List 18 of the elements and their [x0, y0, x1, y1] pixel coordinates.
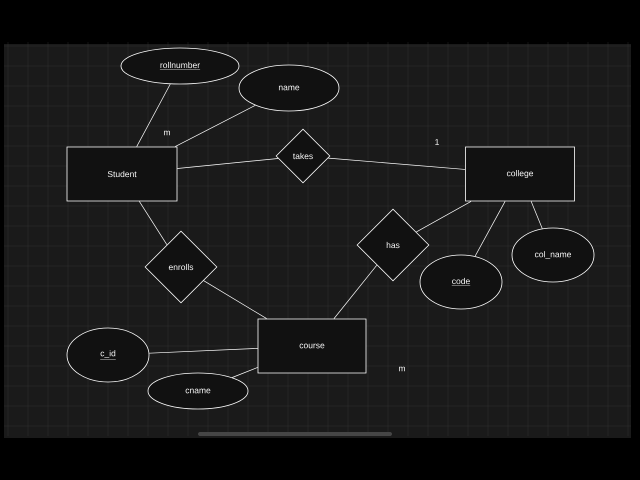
entity-box: Student	[66, 146, 178, 202]
connector-line	[148, 348, 258, 354]
connector-line	[174, 105, 256, 147]
connector-line	[474, 201, 506, 257]
cardinality-label: m	[399, 366, 405, 372]
connector-line	[328, 158, 466, 170]
cardinality-label: m	[164, 130, 170, 136]
connector-line	[136, 84, 171, 147]
connector-line	[334, 264, 378, 319]
connector-line	[232, 367, 258, 378]
connector-line	[203, 280, 267, 319]
connector-line	[177, 158, 278, 169]
connector-line	[139, 201, 168, 246]
connector-line	[416, 201, 472, 232]
cardinality-label: 1	[435, 139, 439, 145]
connector-line	[530, 201, 543, 229]
entity-box: college	[465, 146, 575, 202]
entity-box: course	[258, 318, 366, 374]
